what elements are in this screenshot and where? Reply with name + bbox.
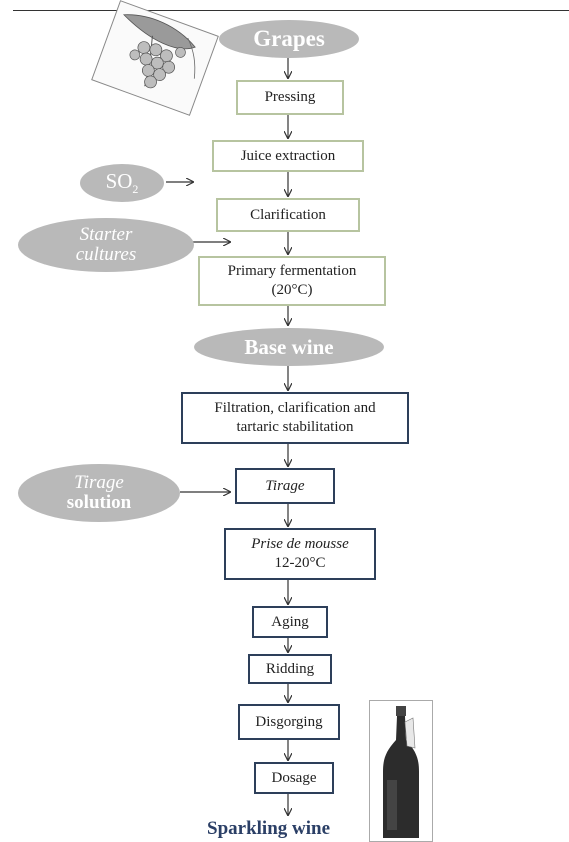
dosage-label: Dosage (271, 769, 317, 786)
sparkling-wine-label: Sparkling wine (207, 818, 331, 839)
prise-de-mousse-box: Prise de mousse 12-20°C (224, 528, 376, 580)
prise-de-mousse-label: Prise de mousse 12-20°C (251, 535, 349, 573)
filtration-label: Filtration, clarification and tartaric s… (214, 399, 375, 437)
juice-extraction-box: Juice extraction (212, 140, 364, 172)
so2-oval: SO2 (80, 164, 164, 202)
grapes-icon (91, 0, 219, 116)
so2-subscript: 2 (132, 182, 139, 197)
top-rule (13, 10, 569, 11)
so2-label: SO2 (106, 170, 139, 196)
so2-prefix: SO (105, 169, 133, 194)
starter-line1: Starter (79, 224, 133, 246)
grapes-oval: Grapes (219, 20, 359, 58)
clarification-box: Clarification (216, 198, 360, 232)
starter-cultures-oval: Starter cultures (18, 218, 194, 272)
tirage-line2: solution (66, 492, 132, 513)
starter-cultures-label: Starter cultures (76, 225, 137, 265)
primary-fermentation-box: Primary fermentation (20°C) (198, 256, 386, 306)
base-wine-oval: Base wine (194, 328, 384, 366)
pressing-label: Pressing (264, 89, 316, 106)
primary-fermentation-label: Primary fermentation (20°C) (228, 262, 357, 300)
grapes-label: Grapes (253, 25, 325, 51)
dosage-box: Dosage (254, 762, 334, 794)
primary-fermentation-line1: Primary fermentation (227, 263, 357, 280)
starter-line2: cultures (75, 244, 137, 265)
tirage-solution-oval: Tirage solution (18, 464, 180, 522)
prise-line2: 12-20°C (274, 555, 326, 571)
filtration-line2: tartaric stabilitation (236, 419, 354, 435)
tirage-solution-label: Tirage solution (67, 473, 131, 513)
wine-bottle-icon (383, 706, 419, 838)
tirage-label: Tirage (265, 477, 305, 494)
filtration-line1: Filtration, clarification and (214, 400, 376, 417)
disgorging-label: Disgorging (255, 713, 323, 730)
aging-label: Aging (271, 613, 309, 630)
filtration-box: Filtration, clarification and tartaric s… (181, 392, 409, 444)
bottle-illustration (369, 700, 433, 842)
base-wine-label: Base wine (244, 334, 334, 359)
juice-extraction-label: Juice extraction (240, 147, 336, 164)
prise-line1: Prise de mousse (251, 536, 349, 553)
tirage-box: Tirage (235, 468, 335, 504)
tirage-line1: Tirage (74, 472, 124, 494)
clarification-label: Clarification (250, 206, 326, 223)
aging-box: Aging (252, 606, 328, 638)
disgorging-box: Disgorging (238, 704, 340, 740)
ridding-label: Ridding (265, 660, 315, 677)
primary-fermentation-line2: (20°C) (271, 282, 313, 298)
ridding-box: Ridding (248, 654, 332, 684)
pressing-box: Pressing (236, 80, 344, 115)
